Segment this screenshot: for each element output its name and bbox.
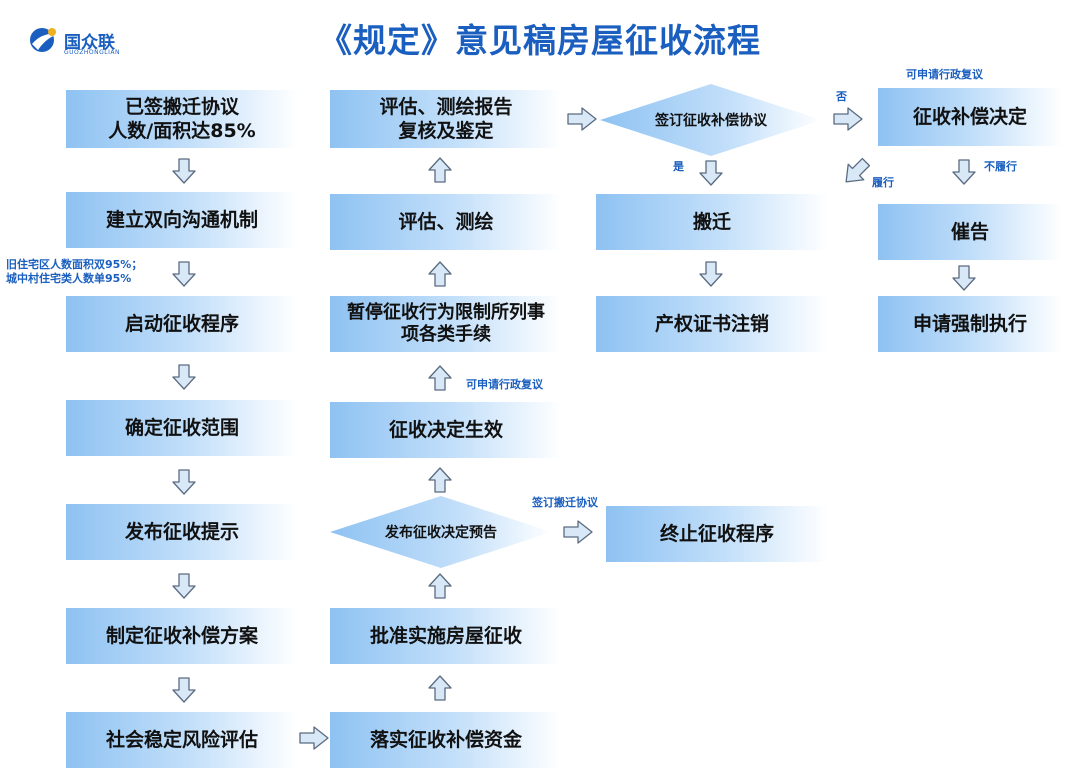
note-not-comply: 不履行 <box>984 160 1017 173</box>
diamond-sign-label: 签订征收补偿协议 <box>655 113 767 129</box>
box-implement-funds: 落实征收补偿资金 <box>330 712 562 768</box>
arrow-down-urge <box>952 265 976 291</box>
box-assess-survey: 评估、测绘 <box>330 194 562 250</box>
box-suspend-procedures: 暂停征收行为限制所列事项各类手续 <box>330 296 562 352</box>
arrow-right-to-agreement <box>567 107 597 131</box>
arrow-down-yes <box>699 160 723 186</box>
box-start-procedure: 启动征收程序 <box>66 296 298 352</box>
note-comply: 履行 <box>872 176 894 189</box>
diamond-announce-decision <box>330 496 552 568</box>
note-yes: 是 <box>673 160 684 173</box>
logo-icon <box>30 28 58 52</box>
arrow-down-4 <box>172 469 196 495</box>
box-publish-notice: 发布征收提示 <box>66 504 298 560</box>
arrow-down-relocate <box>699 261 723 287</box>
arrow-down-1 <box>172 158 196 184</box>
box-urge-notice: 催告 <box>878 204 1062 260</box>
arrow-down-6 <box>172 677 196 703</box>
box-apply-enforcement: 申请强制执行 <box>878 296 1062 352</box>
note-reconsider-top: 可申请行政复议 <box>906 68 983 81</box>
arrow-down-5 <box>172 573 196 599</box>
box-signed-agreement: 已签搬迁协议 人数/面积达85% <box>66 90 298 148</box>
box-cancel-certificate: 产权证书注销 <box>596 296 828 352</box>
box-risk-assessment: 社会稳定风险评估 <box>66 712 298 768</box>
arrow-down-not-comply <box>952 159 976 185</box>
note-signed-relocation: 签订搬迁协议 <box>532 496 598 509</box>
note-threshold: 旧住宅区人数面积双95%； 城中村住宅类人数单95% <box>6 258 143 285</box>
arrow-up-2 <box>428 573 452 599</box>
arrow-up-3 <box>428 467 452 493</box>
box-relocation: 搬迁 <box>596 194 828 250</box>
box-communication-mechanism: 建立双向沟通机制 <box>66 192 298 248</box>
box-approve-expropriation: 批准实施房屋征收 <box>330 608 562 664</box>
arrow-down-2 <box>172 261 196 287</box>
note-reconsider-mid: 可申请行政复议 <box>466 378 543 391</box>
box-compensation-decision: 征收补偿决定 <box>878 88 1062 146</box>
logo-name: 国众联 <box>64 33 115 53</box>
box-decision-effective: 征收决定生效 <box>330 402 562 458</box>
box-review-report: 评估、测绘报告 复核及鉴定 <box>330 90 562 148</box>
logo-subtitle: GUOZHONGLIAN <box>64 49 120 56</box>
logo <box>28 24 138 64</box>
arrow-up-4 <box>428 365 452 391</box>
box-determine-scope: 确定征收范围 <box>66 400 298 456</box>
arrow-right-risk-to-funds <box>299 726 329 750</box>
arrow-up-1 <box>428 675 452 701</box>
box-compensation-plan: 制定征收补偿方案 <box>66 608 298 664</box>
arrow-right-to-terminate <box>563 520 593 544</box>
arrow-down-3 <box>172 364 196 390</box>
box-terminate-procedure: 终止征收程序 <box>606 506 828 562</box>
page-title: 《规定》意见稿房屋征收流程 <box>319 21 761 60</box>
arrow-right-no <box>833 107 863 131</box>
arrow-up-6 <box>428 157 452 183</box>
diamond-announce-label: 发布征收决定预告 <box>385 525 497 541</box>
arrow-diagonal-comply <box>845 157 871 183</box>
note-no: 否 <box>836 90 847 103</box>
diamond-sign-agreement <box>600 84 822 156</box>
arrow-up-5 <box>428 261 452 287</box>
